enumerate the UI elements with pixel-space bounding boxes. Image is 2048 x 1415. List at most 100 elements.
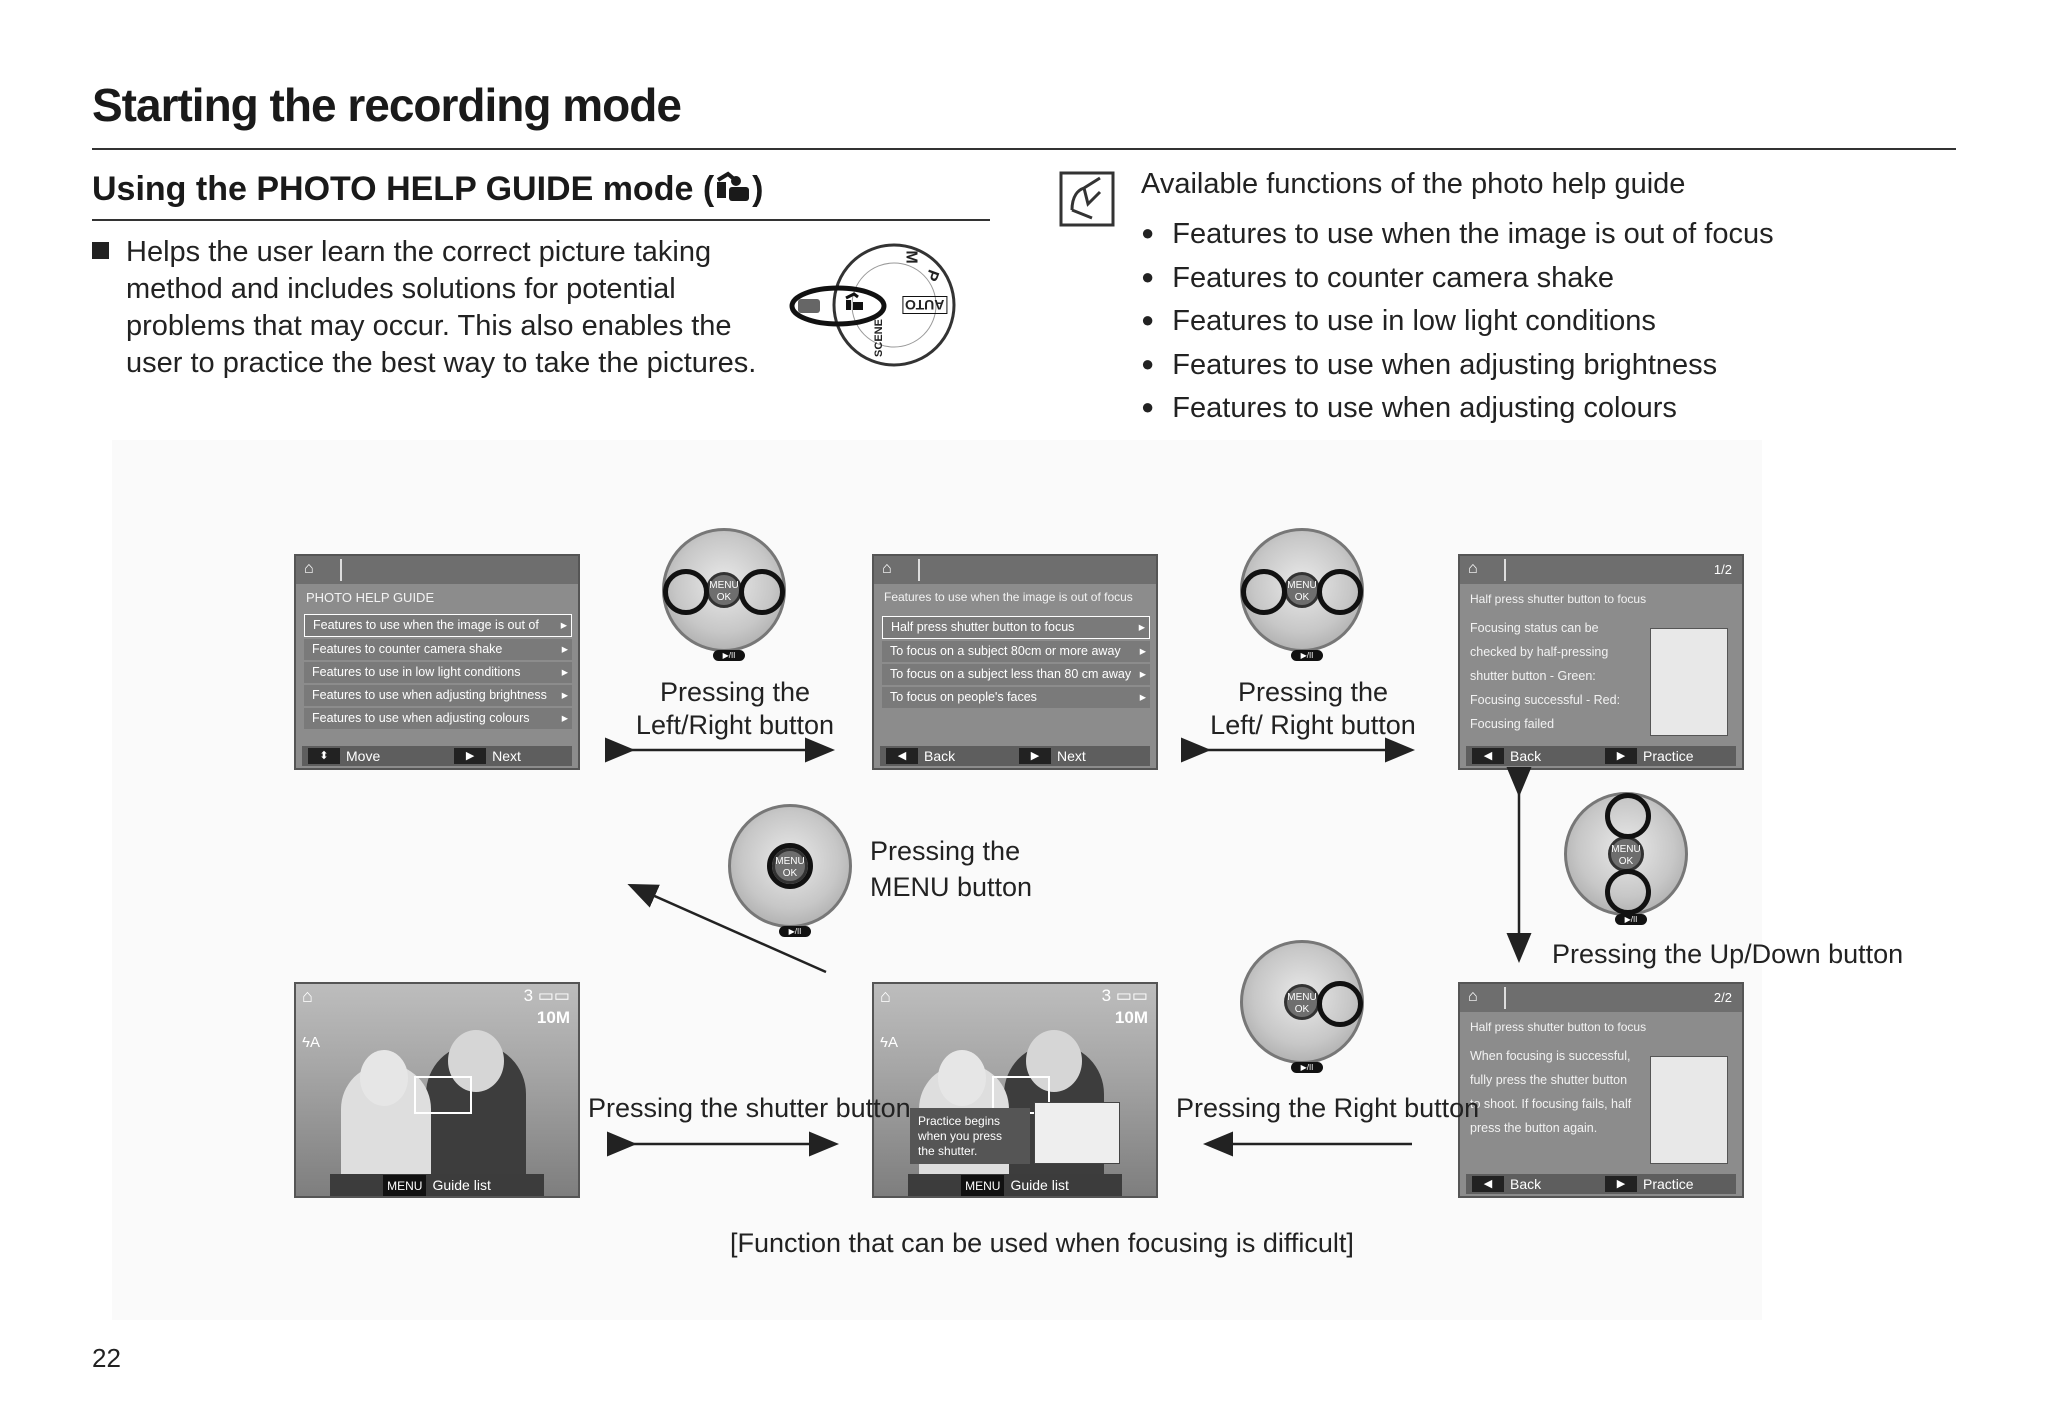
back-label: Back <box>1510 748 1542 764</box>
menu-item[interactable]: Features to counter camera shake <box>304 639 572 660</box>
shots-remaining: 3 ▭▭ <box>1101 986 1148 1005</box>
screen-topbar: ⌂ 2/2 <box>1460 984 1742 1012</box>
screen-body-text: Focusing status can be checked by half-p… <box>1470 621 1621 731</box>
right-arrow-icon: ▶ <box>1019 748 1052 764</box>
left-button-highlight <box>663 569 709 615</box>
menu-item[interactable]: Half press shutter button to focus <box>882 616 1150 639</box>
menu-item[interactable]: Features to use in low light conditions <box>304 662 572 683</box>
screen-photo-help-guide-menu: ⌂ PHOTO HELP GUIDE Features to use when … <box>294 554 580 770</box>
section-title: Using the PHOTO HELP GUIDE mode ( ) <box>92 170 763 213</box>
photo-help-guide-icon <box>714 170 752 213</box>
menu-item[interactable]: Features to use when adjusting brightnes… <box>304 685 572 706</box>
section-title-text: Using the PHOTO HELP GUIDE mode ( <box>92 170 715 208</box>
right-arrow-icon: ▶ <box>454 748 487 764</box>
back-label: Back <box>924 748 956 764</box>
resolution-badge: 10M <box>536 1008 570 1027</box>
photo-help-guide-icon: ⌂ <box>882 560 892 577</box>
photo-help-guide-icon: ⌂ <box>1468 988 1478 1005</box>
left-button-highlight <box>1241 569 1287 615</box>
shutter-illustration <box>1650 1056 1728 1164</box>
section-divider <box>92 219 990 221</box>
menu-item[interactable]: Features to use when adjusting colours <box>304 708 572 729</box>
page-number: 22 <box>92 1343 121 1373</box>
mode-dial-illustration: M P AUTO SCENE <box>776 240 956 370</box>
page-indicator: 2/2 <box>1713 990 1732 1005</box>
menu-key: MENU <box>961 1175 1005 1196</box>
intro-paragraph: Helps the user learn the correct picture… <box>92 234 782 379</box>
title-divider <box>92 148 1956 150</box>
menu-item[interactable]: To focus on people's faces <box>882 687 1150 708</box>
shots-remaining: 3 ▭▭ <box>523 986 570 1005</box>
photo-groom-face <box>1026 1030 1082 1092</box>
menu-ok-button[interactable]: MENU OK <box>1284 984 1320 1020</box>
practice-message: Practice begins when you press the shutt… <box>910 1108 1030 1164</box>
caption-left-right-1: Pressing the Left/Right button <box>635 677 835 740</box>
note-icon <box>1058 170 1116 228</box>
note-heading: Available functions of the photo help gu… <box>1141 168 1686 200</box>
note-list: Features to use when the image is out of… <box>1141 212 1774 430</box>
shutter-illustration <box>1034 1102 1120 1164</box>
caption-right: Pressing the Right button <box>1176 1093 1480 1123</box>
practice-label: Practice <box>1643 1176 1694 1192</box>
play-pause-icon: ▶/II <box>1615 914 1647 925</box>
screen-bottombar: ⬍Move ▶Next <box>302 746 572 766</box>
right-arrow-icon: ▶ <box>1605 748 1638 764</box>
photo-help-guide-icon: ⌂ <box>304 560 314 577</box>
screen-header: Features to use when the image is out of… <box>884 590 1133 604</box>
menu-list: Features to use when the image is out of… <box>304 614 572 731</box>
intro-text: Helps the user learn the correct picture… <box>126 236 757 379</box>
shutter-illustration <box>1650 628 1728 736</box>
photo-bride-face <box>360 1050 408 1106</box>
screen-header: PHOTO HELP GUIDE <box>306 590 435 605</box>
up-button-highlight <box>1605 793 1651 839</box>
flash-auto-icon: ϟA <box>880 1034 898 1051</box>
screen-header: Half press shutter button to focus <box>1470 1020 1647 1034</box>
guide-list-bar[interactable]: MENU Guide list <box>908 1174 1122 1196</box>
menu-item[interactable]: To focus on a subject less than 80 cm aw… <box>882 664 1150 685</box>
screen-topbar: ⌂ <box>296 556 578 584</box>
menu-ok-button[interactable]: MENU OK <box>706 572 742 608</box>
focus-frame <box>414 1076 472 1114</box>
dpad-left-right-1: MENU OK ▶/II <box>662 528 786 661</box>
left-arrow-icon: ◀ <box>1472 1176 1504 1192</box>
flash-auto-icon: ϟA <box>302 1034 320 1051</box>
dpad-right: MENU OK ▶/II <box>1240 940 1364 1073</box>
right-button-highlight <box>1317 569 1363 615</box>
shots-count: 3 <box>1101 986 1112 1005</box>
next-label: Next <box>492 748 521 764</box>
guide-list-label: Guide list <box>432 1177 491 1193</box>
caption-shutter: Pressing the shutter button <box>588 1093 911 1123</box>
photo-help-guide-icon: ⌂ <box>880 986 891 1006</box>
guide-list-bar[interactable]: MENU Guide list <box>330 1174 544 1196</box>
diagram-footnote: [Function that can be used when focusing… <box>730 1228 1354 1258</box>
screen-practice: ⌂ ϟA 3 ▭▭ 10M Practice begins when you p… <box>872 982 1158 1198</box>
divider <box>918 559 920 581</box>
right-button-highlight <box>1317 981 1363 1027</box>
list-item: Features to use when the image is out of… <box>1141 212 1773 256</box>
dpad-left-right-2: MENU OK ▶/II <box>1240 528 1364 661</box>
menu-key: MENU <box>383 1175 427 1196</box>
resolution-badge: 10M <box>1114 1008 1148 1027</box>
photo-help-guide-icon: ⌂ <box>1468 560 1478 577</box>
photo-bride-face <box>938 1050 986 1106</box>
play-pause-icon: ▶/II <box>1291 1062 1323 1073</box>
screen-bottombar: ◀Back ▶Practice <box>1466 1174 1736 1194</box>
screen-topbar: ⌂ <box>874 556 1156 584</box>
play-pause-icon: ▶/II <box>779 926 811 937</box>
play-pause-icon: ▶/II <box>1291 650 1323 661</box>
dpad-menu: MENU OK ▶/II <box>728 804 852 937</box>
screen-topbar: ⌂ 1/2 <box>1460 556 1742 584</box>
right-arrow-icon: ▶ <box>1605 1176 1638 1192</box>
shots-count: 3 <box>523 986 534 1005</box>
menu-item[interactable]: To focus on a subject 80cm or more away <box>882 641 1150 662</box>
practice-label: Practice <box>1643 748 1694 764</box>
caption-up-down: Pressing the Up/Down button <box>1552 939 1904 969</box>
list-item: Features to use when adjusting brightnes… <box>1141 343 1774 387</box>
guide-list-label: Guide list <box>1010 1177 1069 1193</box>
next-label: Next <box>1057 748 1086 764</box>
bullet-square-icon <box>92 242 109 259</box>
screen-body-text: When focusing is successful, fully press… <box>1470 1049 1632 1135</box>
page-indicator: 1/2 <box>1713 562 1732 577</box>
